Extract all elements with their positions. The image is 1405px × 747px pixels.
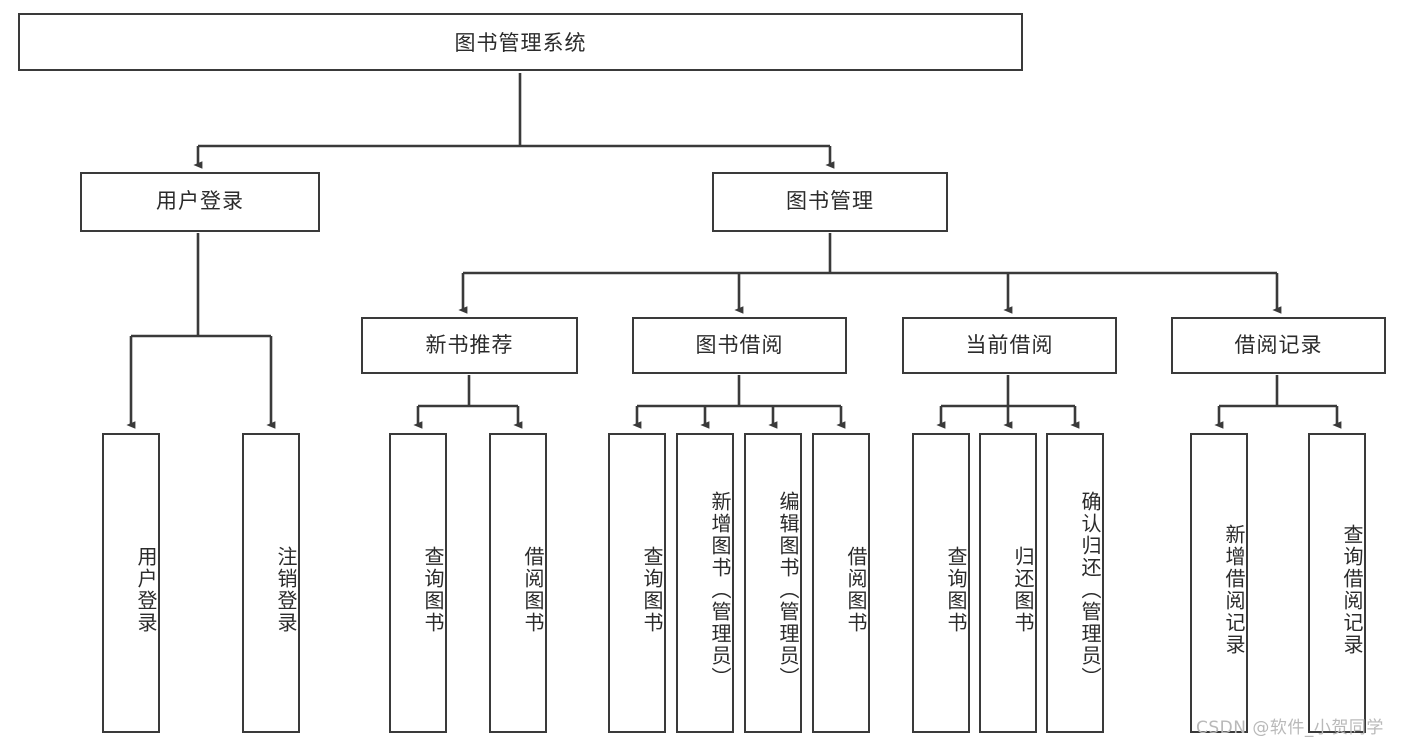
csdn-watermark: CSDN @软件_小贺同学	[1196, 718, 1384, 738]
node-leaf-confirm-return-label: 确认归还（管理员）	[1078, 491, 1102, 689]
node-leaf-edit-book[interactable]: 编辑图书（管理员）	[744, 433, 802, 733]
node-current-borrow[interactable]: 当前借阅	[902, 317, 1117, 374]
node-leaf-query-borrow-record-label: 查询借阅记录	[1340, 524, 1364, 656]
node-current-borrow-label: 当前借阅	[965, 332, 1054, 357]
node-leaf-confirm-return[interactable]: 确认归还（管理员）	[1046, 433, 1104, 733]
node-leaf-query-book-1-label: 查询图书	[421, 546, 445, 634]
node-leaf-query-book-2-label: 查询图书	[640, 546, 664, 634]
node-leaf-edit-book-label: 编辑图书（管理员）	[776, 491, 800, 689]
node-root-system[interactable]: 图书管理系统	[18, 13, 1023, 71]
node-leaf-query-book-3[interactable]: 查询图书	[912, 433, 970, 733]
node-borrow-record[interactable]: 借阅记录	[1171, 317, 1386, 374]
node-leaf-borrow-book-1-label: 借阅图书	[521, 546, 545, 634]
node-leaf-add-borrow-record-label: 新增借阅记录	[1222, 524, 1246, 656]
node-book-management[interactable]: 图书管理	[712, 172, 948, 232]
node-new-book-recommend-label: 新书推荐	[425, 332, 514, 357]
node-leaf-add-borrow-record[interactable]: 新增借阅记录	[1190, 433, 1248, 733]
node-book-management-label: 图书管理	[786, 189, 874, 214]
node-book-borrow-label: 图书借阅	[695, 332, 784, 357]
node-leaf-borrow-book-1[interactable]: 借阅图书	[489, 433, 547, 733]
node-leaf-user-login[interactable]: 用户登录	[102, 433, 160, 733]
node-leaf-borrow-book-2-label: 借阅图书	[844, 546, 868, 634]
node-leaf-query-book-3-label: 查询图书	[944, 546, 968, 634]
node-root-system-label: 图书管理系统	[454, 31, 587, 55]
node-leaf-user-login-label: 用户登录	[134, 546, 158, 634]
node-user-login-label: 用户登录	[156, 189, 244, 214]
node-leaf-query-book-2[interactable]: 查询图书	[608, 433, 666, 733]
node-leaf-logout-login[interactable]: 注销登录	[242, 433, 300, 733]
node-leaf-return-book[interactable]: 归还图书	[979, 433, 1037, 733]
node-leaf-return-book-label: 归还图书	[1011, 546, 1035, 634]
node-user-login[interactable]: 用户登录	[80, 172, 320, 232]
node-leaf-add-book[interactable]: 新增图书（管理员）	[676, 433, 734, 733]
node-borrow-record-label: 借阅记录	[1234, 332, 1323, 357]
node-book-borrow[interactable]: 图书借阅	[632, 317, 847, 374]
node-new-book-recommend[interactable]: 新书推荐	[361, 317, 578, 374]
node-leaf-add-book-label: 新增图书（管理员）	[708, 491, 732, 689]
node-leaf-borrow-book-2[interactable]: 借阅图书	[812, 433, 870, 733]
node-leaf-query-borrow-record[interactable]: 查询借阅记录	[1308, 433, 1366, 733]
node-leaf-logout-login-label: 注销登录	[274, 546, 298, 634]
node-leaf-query-book-1[interactable]: 查询图书	[389, 433, 447, 733]
